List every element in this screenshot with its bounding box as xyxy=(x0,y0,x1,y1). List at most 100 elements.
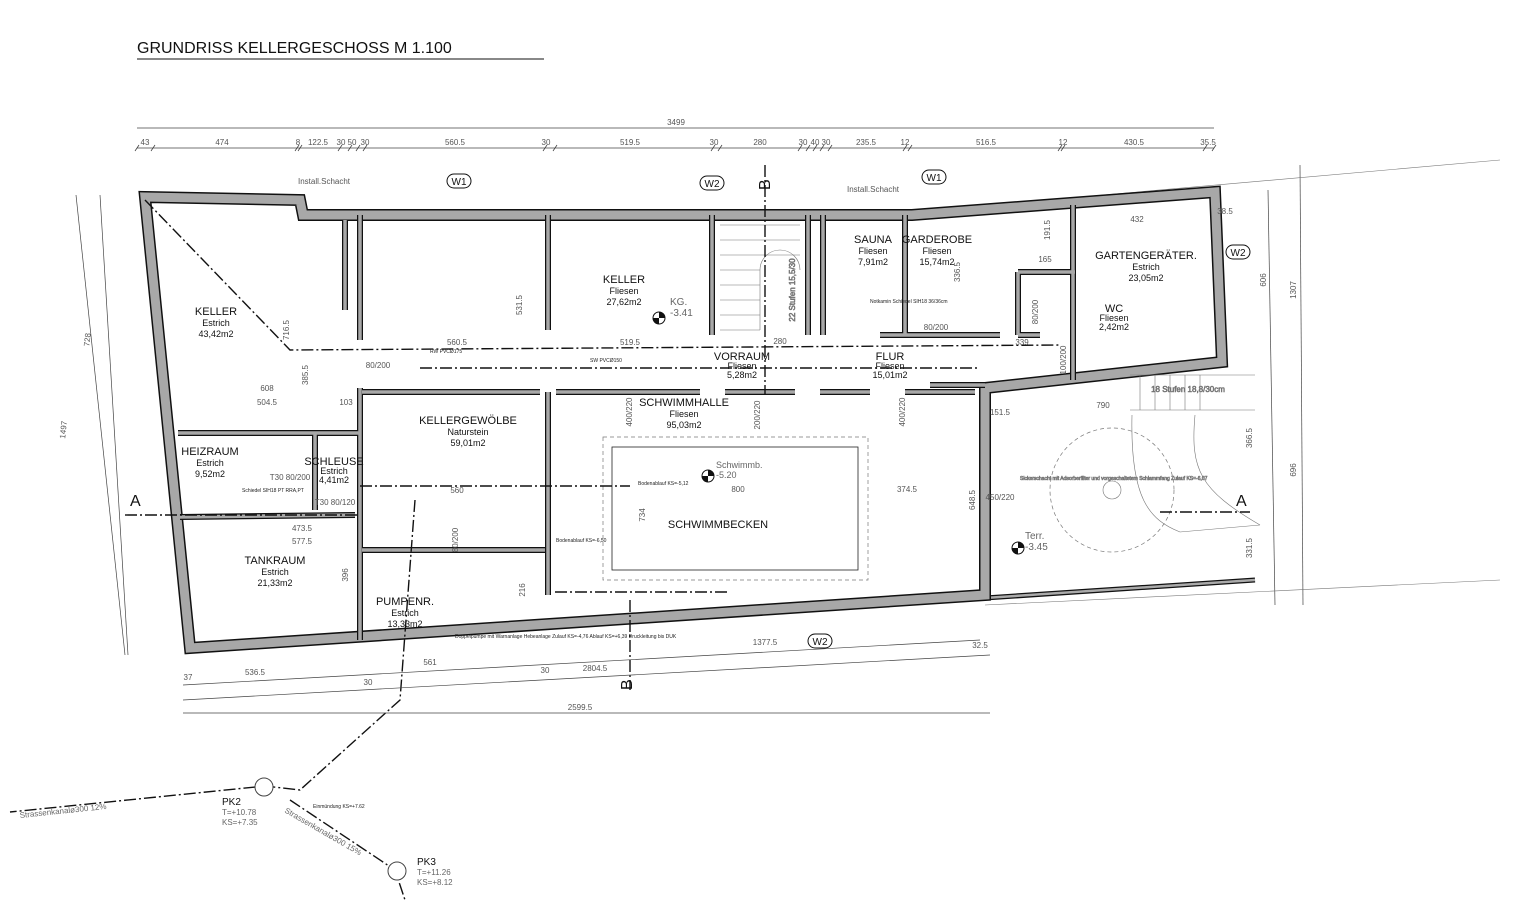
room-material: Fliesen xyxy=(858,246,887,256)
door-label: 80/200 xyxy=(1031,299,1040,324)
dim-tick xyxy=(355,144,361,152)
svg-text:W1: W1 xyxy=(452,177,467,188)
door-label: 400/220 xyxy=(625,397,634,426)
dim-tick xyxy=(552,144,558,152)
room-name: SCHLEUSE xyxy=(304,456,363,468)
section-a-right: A xyxy=(1236,493,1247,510)
room-material: Estrich xyxy=(320,466,348,476)
sewer-manholes: PK2 T=+10.78 KS=+7.35 PK3 T=+11.26 KS=+8… xyxy=(19,777,453,887)
dim-top-chain: 8 xyxy=(296,138,301,147)
dim-interior: 716.5 xyxy=(282,319,291,340)
dim-interior: 396 xyxy=(341,568,350,582)
svg-text:PK2: PK2 xyxy=(222,797,241,808)
dim-top-chain: 35.5 xyxy=(1200,138,1216,147)
dim-interior: 103 xyxy=(339,398,353,407)
dim-interior: 385.5 xyxy=(301,364,310,385)
room-area: 5,28m2 xyxy=(727,370,757,380)
room-area: 23,05m2 xyxy=(1128,273,1163,283)
room-name: KELLER xyxy=(195,306,237,318)
dim-interior: 366.5 xyxy=(1245,427,1254,448)
room-material: Fliesen xyxy=(609,286,638,296)
dim-right-a: 606 xyxy=(1259,273,1268,287)
svg-text:KG.: KG. xyxy=(670,297,687,308)
dim-right-b: 696 xyxy=(1289,463,1298,477)
dim-interior: 280 xyxy=(773,337,787,346)
dim-interior: 577.5 xyxy=(292,537,313,546)
svg-text:T=+11.26: T=+11.26 xyxy=(417,868,451,877)
door-label: 450/220 xyxy=(986,493,1015,502)
dim-tick xyxy=(362,144,368,152)
dim-tick xyxy=(812,144,818,152)
dim-top-chain: 474 xyxy=(215,138,229,147)
left-dimensions: 728 1497 xyxy=(58,194,129,656)
right-dimensions: 606 696 1307 xyxy=(1259,164,1304,606)
pump-note: Doppelpumpe mit Warnanlage Hebeanlage Zu… xyxy=(455,634,677,640)
dim-tick xyxy=(819,144,825,152)
dim-tick xyxy=(710,144,716,152)
dim-left-upper: 728 xyxy=(82,332,92,347)
dim-tick xyxy=(1057,144,1063,152)
svg-text:Terr.: Terr. xyxy=(1025,531,1044,542)
dim-interior: 339 xyxy=(1015,338,1029,347)
section-a-left: A xyxy=(130,493,141,510)
room-area: 4,41m2 xyxy=(319,475,349,485)
room-area: 43,42m2 xyxy=(198,329,233,339)
pool-label: SCHWIMMBECKEN xyxy=(668,519,768,531)
dim-left-total: 1497 xyxy=(58,420,69,439)
dim-tick xyxy=(337,144,343,152)
room-area: 9,52m2 xyxy=(195,469,225,479)
door-label: 400/220 xyxy=(898,397,907,426)
room-material: Estrich xyxy=(202,318,230,328)
dim-interior: 560.5 xyxy=(447,338,468,347)
section-b-bottom: B xyxy=(619,679,636,690)
dim-interior: 151.5 xyxy=(990,408,1011,417)
dim-top-chain: 30 xyxy=(710,138,719,147)
dim-tick xyxy=(805,144,811,152)
sewer-line-label: Strassenkanalø300 12% xyxy=(19,802,107,820)
room-area: 2,42m2 xyxy=(1099,322,1129,332)
dim-interior: 432 xyxy=(1130,215,1144,224)
room-area: 27,62m2 xyxy=(606,297,641,307)
level-marker-terrace: Terr. -3.45 xyxy=(1011,531,1048,555)
dim-interior: 504.5 xyxy=(257,398,278,407)
wall-tag-w2: W2 xyxy=(699,175,725,191)
room-area: 59,01m2 xyxy=(450,438,485,448)
room-name: FLUR xyxy=(876,351,905,363)
interior-walls xyxy=(178,205,1076,640)
dim-interior: 734 xyxy=(638,508,647,522)
swimming-pool: SCHWIMMBECKEN xyxy=(602,436,869,581)
install-schacht-label: Install.Schacht xyxy=(298,177,351,186)
inner-staircase: 22 Stufen 15,5/30 xyxy=(720,224,801,331)
room-material: Estrich xyxy=(391,608,419,618)
svg-text:W2: W2 xyxy=(1231,248,1246,259)
dim-top-chain: 122.5 xyxy=(308,138,329,147)
dim-tick xyxy=(902,144,908,152)
svg-text:-5.20: -5.20 xyxy=(716,470,737,480)
dim-tick xyxy=(150,144,156,152)
dim-tick xyxy=(1202,144,1208,152)
dim-tick xyxy=(827,144,833,152)
dim-tick xyxy=(907,144,913,152)
inner-stairs-label: 22 Stufen 15,5/30 xyxy=(788,258,797,322)
door-label: 80/200 xyxy=(451,527,460,552)
svg-text:1377.5: 1377.5 xyxy=(753,638,778,647)
section-lines: A A B B xyxy=(125,165,1250,690)
room-name: TANKRAUM xyxy=(245,555,306,567)
level-markers: KG. -3.41 Schwimmb. -5.20 Terr. -3.45 xyxy=(652,297,1048,555)
svg-text:30: 30 xyxy=(364,678,373,687)
plan-title: GRUNDRISS KELLERGESCHOSS M 1.100 xyxy=(137,40,452,57)
room-material: Naturstein xyxy=(447,427,488,437)
